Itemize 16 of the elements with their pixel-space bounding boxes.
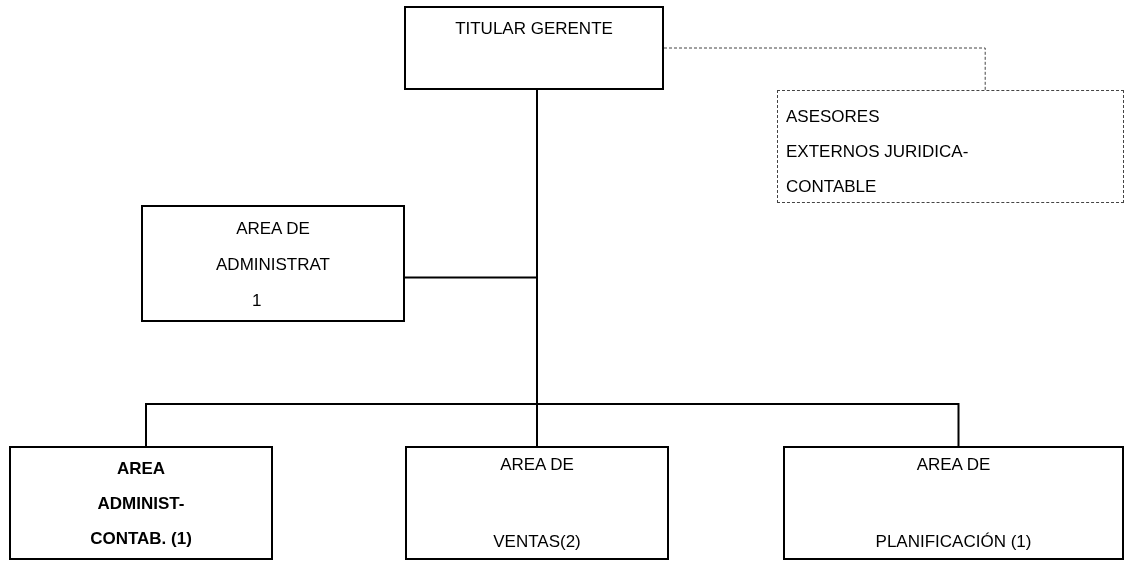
box-label: 1 <box>252 290 262 312</box>
box-label: VENTAS(2) <box>493 530 581 553</box>
box-label: PLANIFICACIÓN (1) <box>875 530 1032 553</box>
box-label: AREA DE <box>500 454 574 476</box>
org-box <box>783 446 1124 560</box>
org-box <box>405 446 669 560</box>
org-box <box>404 6 664 90</box>
box-label: ASESORES EXTERNOS JURIDICA-CONTABLE <box>786 106 970 198</box>
box-label: AREA DE ADMINISTRAT <box>215 218 331 276</box>
dashed-connector <box>663 47 986 91</box>
org-box <box>777 90 1124 203</box>
box-label: TITULAR GERENTE <box>455 18 613 40</box>
org-box <box>141 205 405 322</box>
box-label: AREA ADMINIST- CONTAB. (1) <box>89 457 193 550</box>
box-label: AREA DE <box>916 454 991 476</box>
org-box <box>9 446 273 560</box>
